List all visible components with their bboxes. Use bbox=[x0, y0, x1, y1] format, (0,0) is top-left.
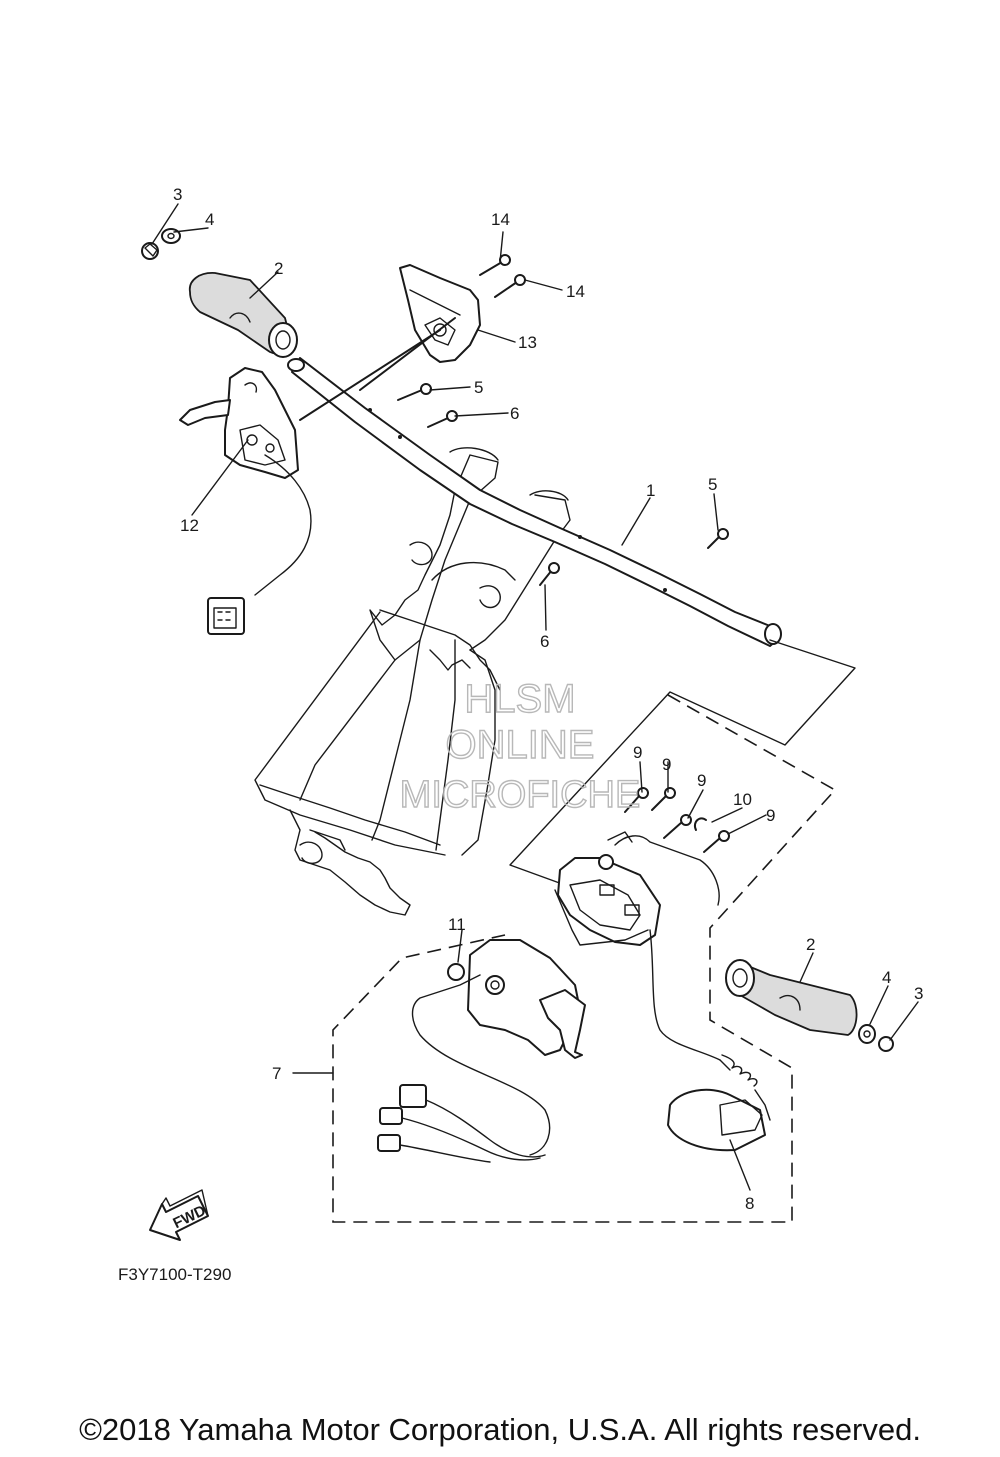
callout-numbers: 3 4 2 14 14 13 5 6 1 5 6 12 9 9 9 10 9 1… bbox=[173, 185, 923, 1213]
watermark: HLSM ONLINE MICROFICHE bbox=[399, 676, 641, 816]
handlebar-tube bbox=[287, 357, 782, 647]
callout-9-d: 9 bbox=[766, 806, 775, 825]
washer-and-cap-right bbox=[858, 1024, 894, 1052]
callout-7: 7 bbox=[272, 1064, 281, 1083]
callout-8: 8 bbox=[745, 1194, 754, 1213]
callout-14-top: 14 bbox=[491, 210, 510, 229]
watermark-line-3: MICROFICHE bbox=[400, 774, 641, 816]
callout-14-right: 14 bbox=[566, 282, 585, 301]
grip-left bbox=[188, 272, 298, 358]
wiring-harness bbox=[377, 1084, 546, 1163]
switch-housing-part-13 bbox=[299, 264, 481, 421]
right-switch-assembly bbox=[554, 831, 721, 1061]
callout-9-b: 9 bbox=[662, 755, 671, 774]
callout-6-top: 6 bbox=[510, 404, 519, 423]
callout-3-top: 3 bbox=[173, 185, 182, 204]
drawing-code: F3Y7100-T290 bbox=[118, 1265, 231, 1284]
callout-5-right: 5 bbox=[708, 475, 717, 494]
fwd-direction-arrow: FWD bbox=[149, 1189, 209, 1241]
leader-lines bbox=[151, 203, 919, 1191]
washer-and-cap-left bbox=[141, 228, 181, 260]
grip-right bbox=[725, 959, 858, 1036]
callout-9-c: 9 bbox=[697, 771, 706, 790]
callout-2-top: 2 bbox=[274, 259, 283, 278]
callout-2-bottom: 2 bbox=[806, 935, 815, 954]
callout-6-bottom: 6 bbox=[540, 632, 549, 651]
copyright-notice: ©2018 Yamaha Motor Corporation, U.S.A. A… bbox=[79, 1412, 921, 1447]
screws-part-9-10 bbox=[624, 787, 730, 853]
callout-4-top: 4 bbox=[205, 210, 214, 229]
callout-9-a: 9 bbox=[633, 743, 642, 762]
watermark-line-2: ONLINE bbox=[446, 723, 595, 767]
screws-part-14 bbox=[479, 254, 526, 298]
lever-housing bbox=[411, 939, 586, 1156]
callout-5-top: 5 bbox=[474, 378, 483, 397]
callout-11: 11 bbox=[448, 915, 466, 934]
watermark-line-1: HLSM bbox=[464, 677, 575, 721]
callout-12: 12 bbox=[180, 516, 199, 535]
callout-4-bottom: 4 bbox=[882, 968, 891, 987]
screws-part-5-6 bbox=[397, 383, 729, 586]
assembly-outline bbox=[332, 639, 856, 1223]
lanyard-clip-part-8 bbox=[667, 1054, 771, 1152]
callout-1: 1 bbox=[646, 481, 655, 500]
switch-housing-part-12 bbox=[179, 367, 312, 635]
steering-column-frame bbox=[254, 447, 571, 916]
callout-10: 10 bbox=[733, 790, 752, 809]
callout-13: 13 bbox=[518, 333, 537, 352]
callout-3-bottom: 3 bbox=[914, 984, 923, 1003]
